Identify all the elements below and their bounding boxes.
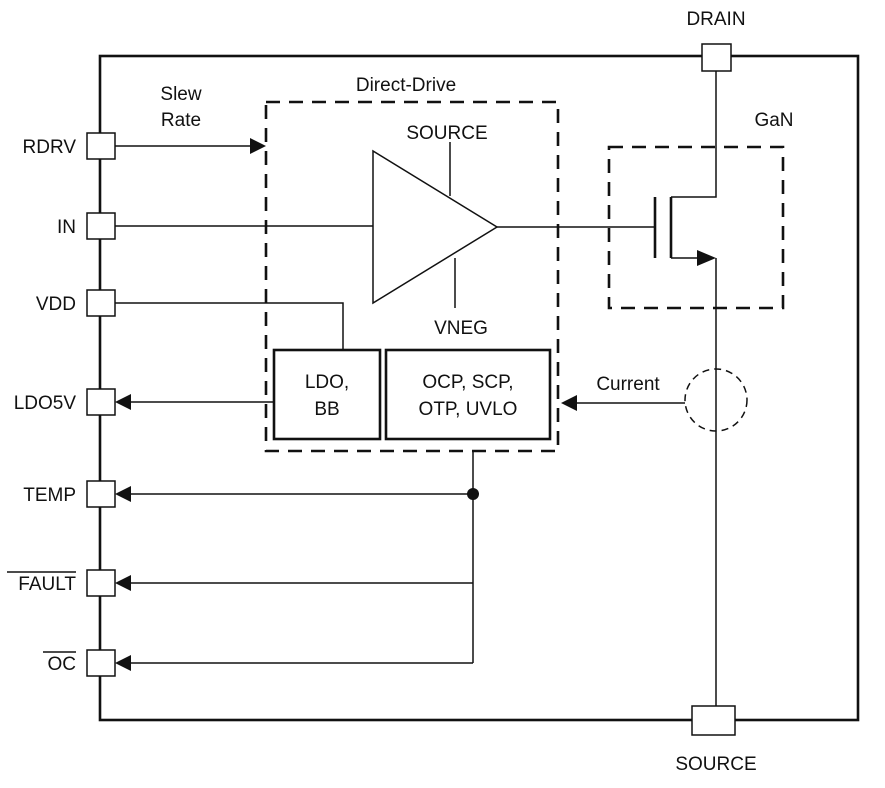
pin-vdd-label: VDD (36, 294, 76, 315)
pin-rdrv (86, 132, 116, 160)
source-arrowhead (697, 250, 716, 266)
driver-amplifier (372, 149, 499, 305)
gan-label: GaN (754, 110, 793, 131)
direct-drive-box (264, 100, 560, 453)
pin-ldo5v-label: LDO5V (14, 393, 77, 414)
pin-source-label: SOURCE (675, 754, 756, 775)
pin-drain (701, 43, 732, 72)
pin-source (691, 705, 736, 736)
ldo-label-line1: LDO, (305, 372, 349, 393)
pin-ldo5v (86, 388, 116, 416)
pin-vdd (86, 289, 116, 317)
oc-arrowhead (115, 655, 131, 671)
pin-fault (86, 569, 116, 597)
current-sense-circle (684, 368, 748, 432)
protection-label-line2: OTP, UVLO (419, 399, 518, 420)
gan-box (607, 145, 785, 310)
pin-oc (86, 649, 116, 677)
pin-in-label: IN (57, 217, 76, 238)
pin-in (86, 212, 116, 240)
rdrv-arrowhead (250, 138, 266, 154)
pin-oc-label: OC (48, 654, 77, 675)
slew-rate-label-line2: Rate (161, 110, 201, 131)
vdd-wire (115, 302, 344, 350)
pin-temp-label: TEMP (23, 485, 76, 506)
package-outline (98, 54, 860, 722)
protection-label-line1: OCP, SCP, (422, 372, 513, 393)
fault-arrowhead (115, 575, 131, 591)
pin-fault-label: FAULT (18, 574, 76, 595)
pin-drain-label: DRAIN (686, 9, 745, 30)
amp-vneg-label: VNEG (434, 318, 488, 339)
protection-block (384, 348, 552, 441)
ldo5v-arrowhead (115, 394, 131, 410)
current-label: Current (596, 374, 660, 395)
pin-rdrv-label: RDRV (23, 137, 77, 158)
transistor-drain-connection (671, 68, 717, 198)
pin-temp (86, 480, 116, 508)
slew-rate-label-line1: Slew (160, 84, 201, 105)
temp-arrowhead (115, 486, 131, 502)
direct-drive-label: Direct-Drive (356, 75, 456, 96)
ldo-label-line2: BB (314, 399, 339, 420)
current-arrowhead (561, 395, 577, 411)
amp-source-label: SOURCE (406, 123, 487, 144)
ldo-block (272, 348, 382, 441)
